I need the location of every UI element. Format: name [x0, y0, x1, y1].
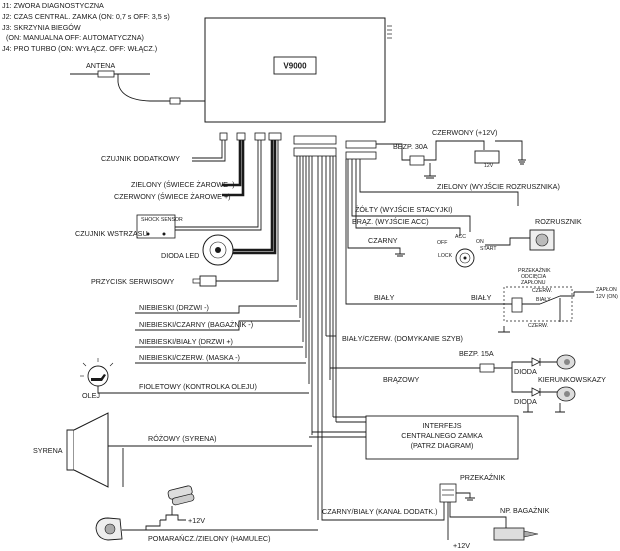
brown-acc-label: BRĄZ. (WYJŚCIE ACC) [352, 217, 429, 226]
fuse30-label: BEZP. 30A [393, 142, 428, 151]
brown-label: BRĄZOWY [383, 375, 420, 384]
diode1-label: DIODA [514, 367, 537, 376]
starter-green-label: ZIELONY (WYJŚCIE ROZRUSZNIKA) [437, 182, 560, 191]
service-button [199, 275, 217, 287]
black-label: CZARNY [368, 236, 398, 245]
relay-red-label: CZERW. [532, 288, 552, 294]
ignition-12v-2: 12V (ON) [596, 294, 618, 300]
aux-channel: PRZEKAŹNIK CZARNY/BIAŁY (KANAŁ DODATK.) … [321, 473, 550, 550]
brake: +12V POMARAŃCZ./ZIELONY (HAMULEC) [95, 485, 318, 543]
relay2-box [439, 483, 457, 503]
antenna: ANTENA [70, 61, 205, 105]
jumper-j1: J1: ZWORA DIAGNOSTYCZNA [2, 1, 104, 10]
white-red-label: BIAŁY/CZERW. (DOMYKANIE SZYB) [342, 334, 463, 343]
siren-horn-icon [73, 412, 109, 488]
white-right-label: BIAŁY [471, 293, 492, 302]
battery [474, 150, 500, 164]
lock-line-2: CENTRALNEGO ZAMKA [401, 431, 483, 440]
shock-sensor-box [136, 214, 176, 239]
brake-wire-label: POMARAŃCZ./ZIELONY (HAMULEC) [148, 534, 270, 543]
battery-label: 12V [484, 163, 494, 169]
unit-label-box [273, 56, 317, 75]
oil-lamp-icon [80, 358, 114, 387]
white-left-label: BIAŁY [374, 293, 395, 302]
starter-label: ROZRUSZNIK [535, 217, 582, 226]
door-blue-red-label: NIEBIESKI/CZERW. (MASKA -) [139, 353, 240, 362]
ign-start-label: START [480, 246, 497, 252]
unit-connectors [219, 132, 377, 160]
siren-wire-label: RÓŻOWY (SYRENA) [148, 434, 217, 443]
door-blue-white-label: NIEBIESKI/BIAŁY (DRZWI +) [139, 337, 233, 346]
siren: SYRENA RÓŻOWY (SYRENA) [33, 412, 312, 488]
lock-line-3: (PATRZ DIAGRAM) [411, 441, 474, 450]
ignition-relay: PRZEKAŹNIK ODCIĘCIA ZAPŁONU CZERW. BIAŁY… [345, 159, 618, 333]
door-blue-black-label: NIEBIESKI/CZARNY (BAGAŻNIK -) [139, 320, 253, 329]
ign-acc-label: ACC [455, 234, 466, 240]
main-unit: V9000 [204, 17, 392, 123]
antenna-label: ANTENA [86, 61, 115, 70]
jumper-j3: J3: SKRZYNIA BIEGÓW [2, 23, 81, 32]
jumper-j4: J4: PRO TURBO (ON: WYŁĄCZ. OFF: WŁĄCZ.) [2, 44, 157, 53]
ignition-12v-1: ZAPŁON [596, 287, 617, 293]
black-white-label: CZARNY/BIAŁY (KANAŁ DODATK.) [322, 507, 438, 516]
oil-wire-label: FIOLETOWY (KONTROLKA OLEJU) [139, 382, 257, 391]
door-wires: NIEBIESKI (DRZWI -) NIEBIESKI/CZARNY (BA… [135, 303, 306, 364]
extra-sensor-label: CZUJNIK DODATKOWY [101, 154, 180, 163]
shock-sensor-label: CZUJNIK WSTRZĄSU [75, 229, 148, 238]
central-lock: INTERFEJS CENTRALNEGO ZAMKA (PATRZ DIAGR… [309, 415, 519, 460]
fuse30 [409, 155, 425, 166]
fuse15-label: BEZP. 15A [459, 349, 494, 358]
brake-pedal-icon [167, 485, 195, 506]
ignition-switch: OFF ACC ON LOCK START [437, 234, 497, 268]
ign-on-label: ON [476, 239, 484, 245]
ign-lock-label: LOCK [438, 253, 453, 259]
left-wiring: CZUJNIK DODATKOWY ZIELONY (ŚWIECE ŻAROWE… [75, 140, 279, 287]
relay2-label: PRZEKAŹNIK [460, 473, 505, 482]
harness [296, 156, 337, 520]
relay-title-2: ODCIĘCIA [521, 274, 547, 280]
unit-jumper-pins [387, 25, 392, 39]
red-12v-label: CZERWONY (+12V) [432, 128, 497, 137]
trunk-actuator-icon [493, 527, 539, 541]
red-bulbs-label: CZERWONY (ŚWIECE ŻAROWE +) [114, 192, 231, 201]
jumper-legend: J1: ZWORA DIAGNOSTYCZNA J2: CZAS CENTRAL… [2, 1, 170, 53]
siren-label: SYRENA [33, 446, 63, 455]
green-bulbs-label: ZIELONY (ŚWIECE ŻAROWE -) [131, 180, 235, 189]
jumper-j2: J2: CZAS CENTRAL. ZAMKA (ON: 0,7 s OFF: … [2, 12, 170, 21]
brake-light-icon [95, 517, 123, 541]
relay-title-1: PRZEKAŹNIK [518, 267, 551, 274]
oil-label: OLEJ [82, 391, 100, 400]
indicators-label: KIERUNKOWSKAZY [538, 375, 606, 384]
bottom-supply-label: +12V [453, 541, 470, 550]
relay-white-label: BIAŁY [536, 297, 551, 303]
unit-name: V9000 [283, 62, 307, 71]
service-button-label: PRZYCISK SERWISOWY [91, 277, 175, 286]
diode2-label: DIODA [514, 397, 537, 406]
shock-box-text: SHOCK SENSOR [141, 217, 183, 223]
oil-warning: OLEJ FIOLETOWY (KONTROLKA OLEJU) [80, 358, 309, 400]
relay-red-bottom: CZERW. [528, 323, 548, 329]
relay-title-3: ZAPŁONU [521, 280, 546, 286]
starter-motor-icon [529, 229, 555, 251]
trunk-label: NP. BAGAŻNIK [500, 506, 550, 515]
lock-interface-box [365, 415, 519, 460]
lock-line-1: INTERFEJS [422, 421, 461, 430]
power-starter: CZERWONY (+12V) BEZP. 30A 12V ZIELONY (W… [347, 128, 582, 268]
relay-box [503, 286, 573, 322]
fuse15 [479, 363, 495, 373]
brake-supply-label: +12V [188, 516, 205, 525]
jumper-j3-detail: (ON: MANUALNA OFF: AUTOMATYCZNA) [6, 33, 144, 42]
ign-off-label: OFF [437, 240, 447, 246]
indicators: BIAŁY/CZERW. (DOMYKANIE SZYB) BEZP. 15A … [326, 334, 606, 413]
led-label: DIODA LED [161, 251, 199, 260]
yellow-acc-label: ŻÓŁTY (WYJŚCIE STACYJKI) [355, 205, 453, 214]
door-blue-label: NIEBIESKI (DRZWI -) [139, 303, 209, 312]
indicator-lamp-icon [523, 354, 576, 413]
